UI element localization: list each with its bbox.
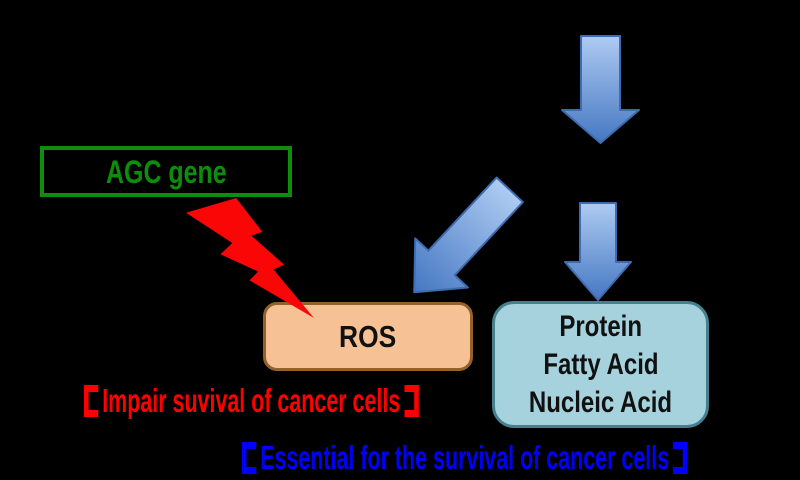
- essential-caption: Essential for the survival of cancer cel…: [242, 439, 688, 476]
- left-lenticular-bracket-icon: [242, 442, 257, 474]
- ros-label: ROS: [339, 319, 397, 354]
- left-lenticular-bracket-icon: [84, 385, 99, 417]
- lightning-bolt-icon: [186, 198, 314, 318]
- agc-gene-label: AGC gene: [105, 153, 227, 190]
- right-lenticular-bracket-icon: [404, 385, 419, 417]
- macromolecule-box: Protein Fatty Acid Nucleic Acid: [492, 301, 709, 428]
- macromolecule-line-nucleic-acid: Nucleic Acid: [528, 385, 673, 419]
- down-arrow-to-macromolecules: [564, 202, 632, 301]
- agc-gene-box: AGC gene: [40, 146, 292, 197]
- macromolecule-line-protein: Protein: [559, 309, 642, 343]
- essential-caption-text: Essential for the survival of cancer cel…: [260, 439, 670, 476]
- ros-box: ROS: [263, 302, 473, 371]
- diagonal-arrow-to-ros: [413, 176, 524, 294]
- macromolecule-line-fatty-acid: Fatty Acid: [542, 347, 659, 381]
- impair-caption: Impair suvival of cancer cells: [84, 382, 419, 419]
- top-down-arrow: [561, 35, 640, 144]
- impair-caption-text: Impair suvival of cancer cells: [102, 382, 401, 419]
- right-lenticular-bracket-icon: [673, 442, 688, 474]
